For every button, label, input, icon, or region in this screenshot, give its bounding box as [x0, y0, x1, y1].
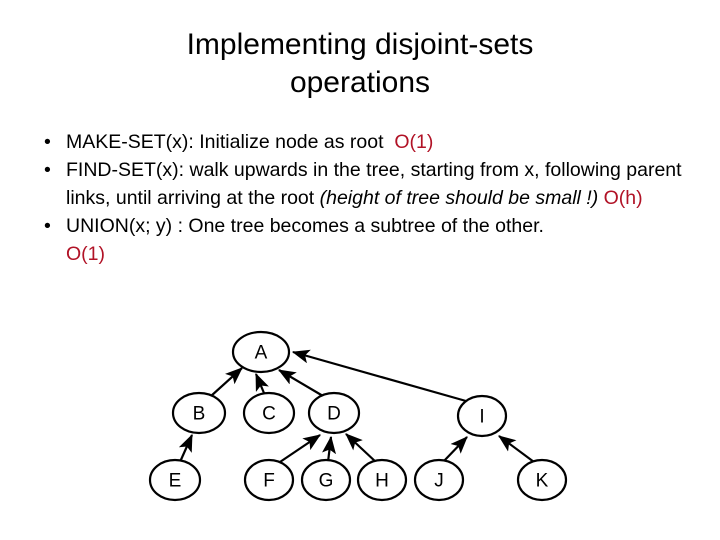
- tree-node-H[interactable]: H: [356, 458, 408, 502]
- edge-C-to-A: [254, 372, 269, 394]
- bullet-union-complexity: O(1): [66, 243, 105, 265]
- edge-B-to-A: [210, 367, 243, 397]
- tree-node-F-label: F: [263, 471, 275, 492]
- title-line-2: operations: [289, 66, 431, 99]
- tree-node-I-label: I: [479, 407, 484, 428]
- edge-E-to-B: [178, 433, 194, 463]
- tree-node-C-label: C: [262, 404, 276, 425]
- edge-K-to-I: [498, 435, 535, 463]
- tree-node-A-label: A: [255, 343, 268, 364]
- tree-node-E-label: E: [169, 471, 182, 492]
- edge-D-to-A: [278, 369, 324, 397]
- edge-I-to-A: [291, 349, 467, 403]
- tree-node-E[interactable]: E: [148, 458, 202, 502]
- tree-node-B-label: B: [193, 404, 206, 425]
- tree-node-I[interactable]: I: [456, 394, 508, 438]
- bullet-marker-icon: •: [44, 131, 51, 153]
- bullet-list: • MAKE-SET(x): Initialize node as root O…: [30, 128, 690, 268]
- tree-node-K[interactable]: K: [516, 458, 568, 502]
- bullet-find-set-lead: FIND-SET(x): walk upwards in the tree, s…: [66, 159, 540, 181]
- bullet-item-union: • UNION(x; y) : One tree becomes a subtr…: [30, 212, 690, 268]
- edge-H-to-D: [345, 433, 378, 464]
- tree-node-K-label: K: [536, 471, 549, 492]
- tree-node-B[interactable]: B: [171, 391, 227, 435]
- tree-node-J-shape[interactable]: [413, 458, 465, 502]
- edge-F-to-D: [276, 434, 321, 465]
- tree-node-G[interactable]: G: [300, 458, 352, 502]
- bullet-marker-icon: •: [44, 215, 51, 237]
- tree-edge-layer: [178, 349, 535, 465]
- edge-G-to-D: [322, 435, 337, 463]
- tree-node-E-shape[interactable]: [148, 458, 202, 502]
- page-title: Implementing disjoint-sets operations: [0, 26, 720, 102]
- bullet-find-set-emphasis-a: (height of: [319, 187, 401, 209]
- tree-node-K-shape[interactable]: [516, 458, 568, 502]
- tree-node-A[interactable]: A: [231, 330, 291, 374]
- tree-node-H-shape[interactable]: [356, 458, 408, 502]
- tree-node-layer: A B C D I: [148, 330, 568, 502]
- tree-node-D-label: D: [327, 404, 341, 425]
- tree-node-I-shape[interactable]: [456, 394, 508, 438]
- tree-node-C-shape[interactable]: [242, 391, 296, 435]
- tree-node-G-label: G: [319, 471, 334, 492]
- tree-node-F[interactable]: F: [243, 458, 295, 502]
- tree-node-F-shape[interactable]: [243, 458, 295, 502]
- bullet-find-set-emphasis-b: tree should be small !): [406, 187, 599, 209]
- bullet-make-set-text: MAKE-SET(x): Initialize node as root: [66, 131, 384, 153]
- disjoint-set-tree-diagram: A B C D I: [0, 325, 720, 540]
- tree-node-G-shape[interactable]: [300, 458, 352, 502]
- tree-node-A-shape[interactable]: [231, 330, 291, 374]
- tree-node-J[interactable]: J: [413, 458, 465, 502]
- tree-node-C[interactable]: C: [242, 391, 296, 435]
- edge-J-to-I: [442, 436, 468, 463]
- bullet-union-text: UNION(x; y) : One tree becomes a subtree…: [66, 215, 544, 237]
- bullet-item-find-set: • FIND-SET(x): walk upwards in the tree,…: [30, 156, 690, 212]
- bullet-find-set-complexity: O(h): [603, 187, 643, 209]
- bullet-item-make-set: • MAKE-SET(x): Initialize node as root O…: [30, 128, 690, 156]
- tree-node-B-shape[interactable]: [171, 391, 227, 435]
- tree-node-J-label: J: [434, 471, 444, 492]
- bullet-find-set-line2: following parent links, until arriving a…: [66, 159, 682, 209]
- title-line-1: Implementing disjoint-sets: [186, 28, 534, 61]
- bullet-marker-icon: •: [44, 159, 51, 181]
- tree-node-D-shape[interactable]: [307, 391, 361, 435]
- bullet-make-set-complexity: O(1): [394, 131, 434, 153]
- tree-node-H-label: H: [375, 471, 389, 492]
- tree-node-D[interactable]: D: [307, 391, 361, 435]
